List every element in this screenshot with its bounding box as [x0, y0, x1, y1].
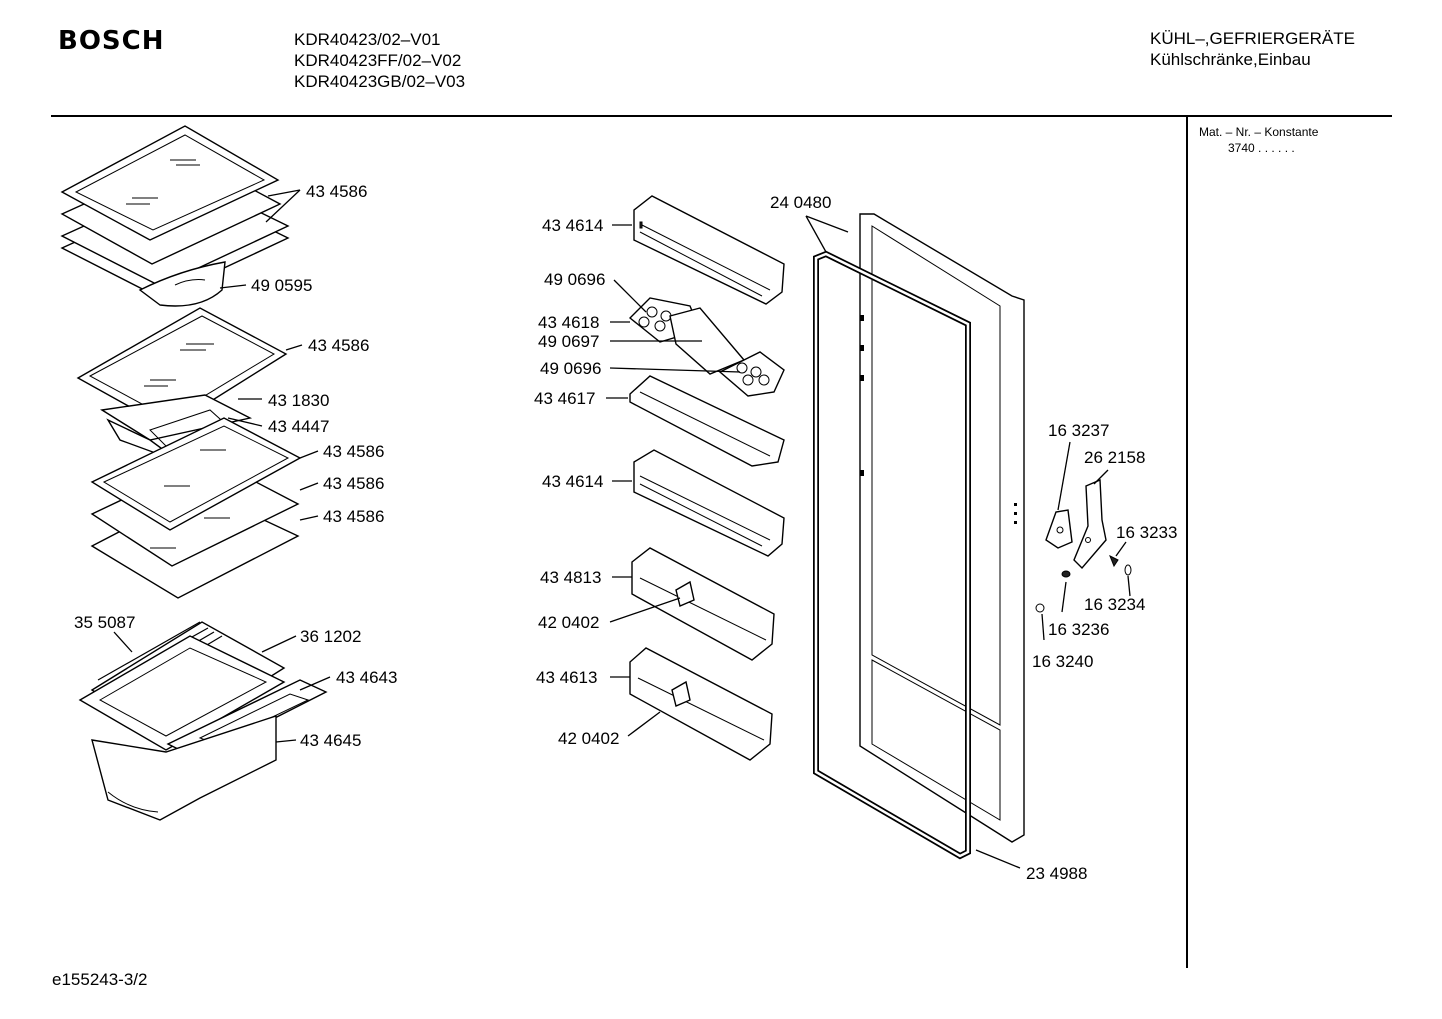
hinge-hardware [1035, 478, 1132, 613]
part-labels: 43 4586 49 0595 43 4586 43 1830 43 4447 … [74, 182, 1177, 883]
model-number: KDR40423/02–V01 [294, 30, 441, 49]
model-number: KDR40423FF/02–V02 [294, 51, 462, 70]
door-bin-bottle-1 [631, 547, 775, 661]
part-label: 43 4813 [540, 568, 601, 587]
part-label: 43 4447 [268, 417, 329, 436]
part-label: 16 3236 [1048, 620, 1109, 639]
part-label: 43 1830 [268, 391, 329, 410]
part-label: 43 4586 [323, 507, 384, 526]
part-label: 16 3234 [1084, 595, 1145, 614]
part-label: 16 3237 [1048, 421, 1109, 440]
drawing-id: e155243-3/2 [52, 970, 148, 989]
part-label: 43 4586 [323, 442, 384, 461]
header-divider [51, 115, 1392, 117]
part-label: 35 5087 [74, 613, 135, 632]
part-label: 26 2158 [1084, 448, 1145, 467]
part-label: 16 3240 [1032, 652, 1093, 671]
door-gasket [813, 250, 971, 860]
category-subtitle: Kühlschränke,Einbau [1150, 50, 1311, 69]
part-label: 49 0697 [538, 332, 599, 351]
part-label: 43 4613 [536, 668, 597, 687]
part-label: 42 0402 [538, 613, 599, 632]
leader-lines [113, 189, 1131, 869]
glass-shelf-stack-lower [90, 417, 302, 599]
part-label: 49 0696 [540, 359, 601, 378]
door-bin-middle [633, 449, 785, 557]
part-label: 43 4586 [323, 474, 384, 493]
glass-shelf-stack-top [60, 125, 290, 299]
part-label: 23 4988 [1026, 864, 1087, 883]
bottle-holder-part [138, 261, 226, 307]
part-label: 43 4614 [542, 472, 603, 491]
part-label: 43 4617 [534, 389, 595, 408]
crisper-assembly [78, 621, 328, 821]
constant-value: 3740 . . . . . . [1228, 141, 1295, 155]
part-label: 36 1202 [300, 627, 361, 646]
part-label: 43 4645 [300, 731, 361, 750]
part-label: 43 4614 [542, 216, 603, 235]
part-label: 42 0402 [558, 729, 619, 748]
door-bin-bottle-2 [629, 647, 773, 761]
part-label: 43 4586 [306, 182, 367, 201]
brand-logo: BOSCH [58, 26, 165, 56]
part-label: 24 0480 [770, 193, 831, 212]
door-bin-upper [633, 195, 785, 305]
part-label: 43 4618 [538, 313, 599, 332]
part-label: 43 4643 [336, 668, 397, 687]
constant-label: Mat. – Nr. – Konstante [1199, 125, 1319, 139]
door-panel [859, 213, 1025, 843]
model-number: KDR40423GB/02–V03 [294, 72, 466, 91]
part-label: 16 3233 [1116, 523, 1177, 542]
door-bin-tray [629, 375, 785, 467]
category-title: KÜHL–,GEFRIERGERÄTE [1150, 29, 1355, 48]
part-label: 43 4586 [308, 336, 369, 355]
part-label: 49 0696 [544, 270, 605, 289]
egg-tray-and-butter-box [628, 297, 785, 397]
part-label: 49 0595 [251, 276, 312, 295]
sidebar-divider [1186, 116, 1188, 968]
